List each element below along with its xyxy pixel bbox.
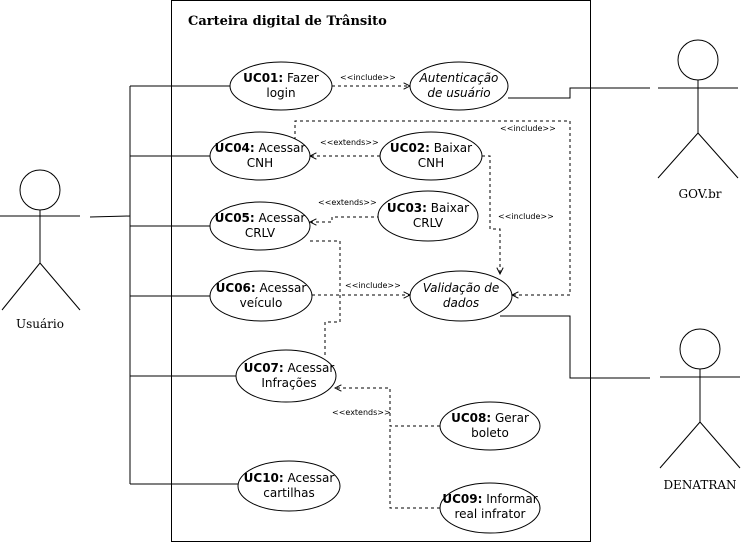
uc08-line2: boleto <box>471 426 509 440</box>
dep-uc03-uc05 <box>310 216 380 222</box>
use-case-validacao[interactable]: Validação de dados <box>409 270 513 322</box>
assoc-usuario-bus <box>89 215 131 218</box>
uc06-code: UC06: <box>216 281 256 295</box>
uc07-line1: Acessar <box>288 361 335 375</box>
uc08-line1: Gerar <box>495 411 529 425</box>
system-title: Carteira digital de Trânsito <box>188 14 387 29</box>
uc04-line2: CNH <box>247 156 273 170</box>
uc02-code: UC02: <box>390 141 430 155</box>
dep-uc04-valid <box>294 120 571 295</box>
uc08-code: UC08: <box>451 411 491 425</box>
uc06-line2: veículo <box>240 296 283 310</box>
uc10-line1: Acessar <box>288 471 335 485</box>
use-case-uc02[interactable]: UC02: Baixar CNH <box>379 131 483 181</box>
actor-usuario-label: Usuário <box>16 317 64 331</box>
use-case-autenticacao[interactable]: Autenticação de usuário <box>409 61 509 111</box>
actor-usuario <box>0 169 81 311</box>
svg-text:UC01: Fazer: UC01: Fazer <box>243 71 319 85</box>
associations <box>89 85 650 485</box>
actor-usuario-head <box>19 169 61 211</box>
use-case-uc03[interactable]: UC03: Baixar CRLV <box>377 190 479 242</box>
use-case-uc07[interactable]: UC07: Acessar Infrações <box>235 349 337 403</box>
assoc-auth-govbr <box>508 87 650 99</box>
uc03-line1: Baixar <box>431 201 469 215</box>
actor-denatran-label: DENATRAN <box>663 478 736 492</box>
use-case-uc09[interactable]: UC09: Informar real infrator <box>439 482 541 534</box>
dependencies <box>294 86 571 509</box>
use-case-uc01[interactable]: UC01: Fazer login <box>229 61 333 111</box>
uc03-code: UC03: <box>387 201 427 215</box>
stereotype-include-veic: <<include>> <box>345 281 401 290</box>
use-case-uc05[interactable]: UC05: Acessar CRLV <box>209 201 311 251</box>
svg-text:UC03: Baixar: UC03: Baixar <box>387 201 469 215</box>
uc05-line1: Acessar <box>259 211 306 225</box>
valid-line1: Validação de <box>423 281 500 295</box>
svg-text:UC08: Gerar: UC08: Gerar <box>451 411 529 425</box>
dep-uc05-valid <box>310 240 341 355</box>
uc03-line2: CRLV <box>413 216 444 230</box>
svg-text:UC07: Acessar: UC07: Acessar <box>244 361 335 375</box>
uc05-line2: CRLV <box>245 226 276 240</box>
assoc-valid-denatran <box>500 315 650 379</box>
uc07-code: UC07: <box>244 361 284 375</box>
uc10-code: UC10: <box>244 471 284 485</box>
stereotype-include-login: <<include>> <box>340 73 396 82</box>
svg-text:UC09: Informar: UC09: Informar <box>442 492 537 506</box>
uc02-line1: Baixar <box>434 141 472 155</box>
dep-uc08-uc07 <box>335 388 440 427</box>
auth-line2: de usuário <box>427 86 490 100</box>
svg-text:UC05: Acessar: UC05: Acessar <box>215 211 306 225</box>
uc09-line1: Informar <box>486 492 537 506</box>
uc01-code: UC01: <box>243 71 283 85</box>
uc05-code: UC05: <box>215 211 255 225</box>
stereotype-include-top: <<include>> <box>500 124 556 133</box>
uc04-code: UC04: <box>215 141 255 155</box>
stereotype-extends-crlv: <<extends>> <box>318 198 377 207</box>
svg-text:UC02: Baixar: UC02: Baixar <box>390 141 472 155</box>
stereotype-extends-cnh: <<extends>> <box>320 138 379 147</box>
uc02-line2: CNH <box>418 156 444 170</box>
dep-uc09-uc07 <box>389 426 440 509</box>
valid-line2: dados <box>443 296 479 310</box>
use-case-uc08[interactable]: UC08: Gerar boleto <box>439 401 541 451</box>
uc09-line2: real infrator <box>455 507 526 521</box>
actor-govbr-label: GOV.br <box>678 187 721 201</box>
actor-denatran <box>659 328 741 469</box>
actor-denatran-head <box>679 328 721 370</box>
uc01-line1: Fazer <box>287 71 319 85</box>
actor-govbr <box>657 39 739 179</box>
uc06-line1: Acessar <box>260 281 307 295</box>
uc07-line2: Infrações <box>261 376 316 390</box>
stereotype-extends-infr: <<extends>> <box>332 408 391 417</box>
uc01-line2: login <box>266 86 295 100</box>
auth-line1: Autenticação <box>419 71 499 85</box>
uc09-code: UC09: <box>442 492 482 506</box>
stereotype-include-mid: <<include>> <box>498 212 554 221</box>
actor-govbr-head <box>677 39 719 81</box>
svg-text:UC06: Acessar: UC06: Acessar <box>216 281 307 295</box>
dep-uc02-valid <box>482 155 500 274</box>
use-case-uc10[interactable]: UC10: Acessar cartilhas <box>237 460 341 512</box>
svg-text:UC10: Acessar: UC10: Acessar <box>244 471 335 485</box>
uc04-line1: Acessar <box>259 141 306 155</box>
svg-text:UC04: Acessar: UC04: Acessar <box>215 141 306 155</box>
use-case-uc04[interactable]: UC04: Acessar CNH <box>209 131 311 181</box>
use-case-uc06[interactable]: UC06: Acessar veículo <box>209 270 313 322</box>
uc10-line2: cartilhas <box>263 486 314 500</box>
